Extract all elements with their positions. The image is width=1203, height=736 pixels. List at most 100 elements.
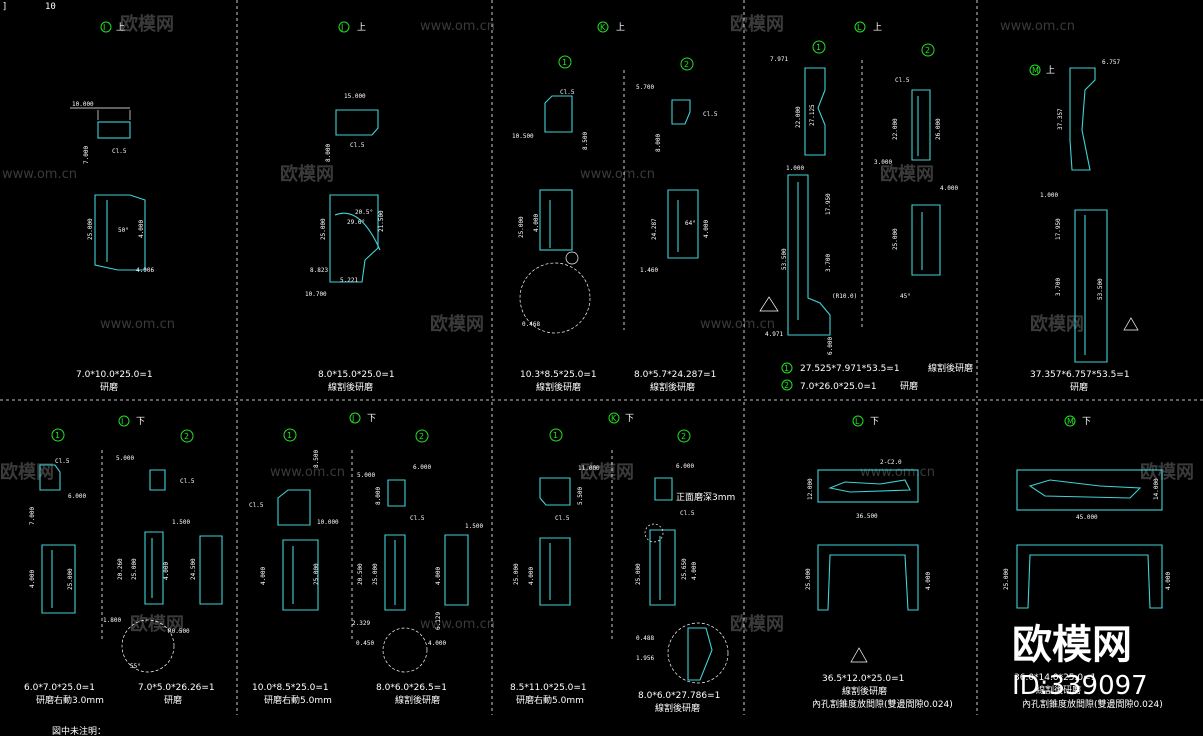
dim-label: 10.500 xyxy=(512,133,534,140)
dim-label: 7.971 xyxy=(770,56,788,63)
part-outline xyxy=(149,469,166,491)
dim-label: 53.500 xyxy=(781,248,788,270)
dim-label: 20.260 xyxy=(117,558,124,580)
dim-label: 8.000 xyxy=(655,134,662,152)
dim-label: 17.950 xyxy=(1055,218,1062,240)
part-outline xyxy=(335,109,379,136)
part-caption: 10.0*8.5*25.0=1 xyxy=(252,683,329,693)
dim-label: Cl.5 xyxy=(55,458,70,465)
part-outline xyxy=(1069,67,1096,171)
part-outline xyxy=(1074,209,1108,363)
part-caption: 7.0*10.0*25.0=1 xyxy=(76,370,153,380)
dim-label: 25.000 xyxy=(1003,568,1010,590)
dim-label: 4.971 xyxy=(765,331,783,338)
dim-label: 25.000 xyxy=(372,563,379,585)
part-number: 2 xyxy=(419,432,424,441)
panel-side: 上 xyxy=(116,22,125,33)
dim-label: 4.000 xyxy=(435,567,442,585)
part-outline xyxy=(277,489,311,526)
dim-label: Cl.5 xyxy=(249,502,264,509)
watermark-url: www.om.cn xyxy=(860,465,935,480)
dim-label: 11.000 xyxy=(578,465,600,472)
dim-label: 20.5° xyxy=(355,209,373,216)
dim-label: Cl.5 xyxy=(895,77,910,84)
dim-label: 4.000 xyxy=(138,220,145,238)
panel-separators xyxy=(0,0,1203,715)
part-caption: 線割後研磨 xyxy=(1036,684,1081,696)
dim-label: 25.000 xyxy=(87,218,94,240)
dim-label: 1.460 xyxy=(640,267,658,274)
part-caption: 8.0*6.0*27.786=1 xyxy=(638,691,720,701)
left-bracket: ] xyxy=(2,2,7,12)
dim-label: 1.000 xyxy=(1040,192,1058,199)
watermark-url: www.om.cn xyxy=(420,19,495,34)
part-number: 1 xyxy=(55,431,60,440)
dim-label: 22.000 xyxy=(795,106,802,128)
part-number: 1 xyxy=(816,43,821,52)
part-caption: 8.0*15.0*25.0=1 xyxy=(318,370,395,380)
panel-side: 上 xyxy=(357,22,366,33)
part-outline xyxy=(911,89,931,161)
part-caption: 內孔割錐度放間隙(雙邊間隙0.024) xyxy=(812,698,953,710)
part-outline xyxy=(41,544,76,614)
dim-label: 25.000 xyxy=(131,558,138,580)
part-number: 2 xyxy=(184,432,189,441)
dim-label: 6.000 xyxy=(413,464,431,471)
panel-side: 下 xyxy=(870,417,879,427)
dim-label: 2-C2.0 xyxy=(880,459,902,466)
panel-letter: I xyxy=(103,23,105,32)
panel-side: 下 xyxy=(367,414,376,424)
dim-label: 45.000 xyxy=(1076,514,1098,521)
dim-label: 8.000 xyxy=(375,487,382,505)
brand-id: ID:339097 xyxy=(1012,671,1148,701)
part-outline xyxy=(804,67,826,156)
panel-j-bottom: J 下 1 2 8.500 Cl.5 10.000 4.000 25.000 6… xyxy=(249,412,483,706)
part-outline xyxy=(94,194,146,271)
footer-note: 図中未注明： xyxy=(52,725,106,736)
dim-label: Cl.5 xyxy=(560,89,575,96)
part-number: 2 xyxy=(784,381,789,390)
panel-m-bottom: M 下 14.000 45.000 25.000 4.000 36.0*14.0… xyxy=(1003,415,1172,710)
part-caption: 36.5*12.0*25.0=1 xyxy=(822,674,904,684)
panel-side: 下 xyxy=(625,414,634,424)
dim-label: 45° xyxy=(900,293,911,300)
dim-label: 8.500 xyxy=(313,450,320,468)
dim-label: 3.700 xyxy=(1055,278,1062,296)
part-outline xyxy=(817,469,919,503)
part-number: 1 xyxy=(287,431,292,440)
dim-label: 1.500 xyxy=(172,519,190,526)
part-number: 2 xyxy=(684,60,689,69)
panel-j-top: J 上 15.000 Cl.5 8.000 25.000 21.500 29.6… xyxy=(305,21,395,393)
part-caption: 線割後研磨 xyxy=(842,685,887,697)
watermarks: 欧模网 www.om.cn 欧模网 www.om.cn www.om.cn 欧模… xyxy=(0,13,1194,635)
panel-letter: K xyxy=(611,414,617,423)
part-caption: 8.0*5.7*24.287=1 xyxy=(634,370,716,380)
dim-label: 10.700 xyxy=(305,291,327,298)
dim-label: 8.000 xyxy=(325,144,332,162)
part-caption: 6.0*7.0*25.0=1 xyxy=(24,683,95,693)
panel-l-bottom: L 下 2-C2.0 12.000 36.500 25.000 4.000 36… xyxy=(805,415,953,710)
dim-label: Cl.5 xyxy=(112,148,127,155)
part-caption: 內孔割錐度放間隙(雙邊間隙0.024) xyxy=(1022,698,1163,710)
part-number: 1 xyxy=(553,431,558,440)
panel-letter: M xyxy=(1032,66,1039,75)
panel-k-bottom: K 下 1 2 11.000 5.500 Cl.5 25.000 4.000 6… xyxy=(510,412,735,714)
part-caption: 27.525*7.971*53.5=1 xyxy=(800,364,900,374)
panel-side: 上 xyxy=(616,22,625,33)
dim-label: 4.000 xyxy=(163,562,170,580)
watermark-url: www.om.cn xyxy=(100,317,175,332)
dim-label: 29.6° xyxy=(347,219,365,226)
panel-letter: J xyxy=(340,23,343,32)
watermark-text: 欧模网 xyxy=(1030,313,1084,335)
panel-i-bottom: I 下 1 2 Cl.5 6.000 7.000 4.000 25.000 5.… xyxy=(24,415,223,706)
part-outline xyxy=(282,539,319,611)
part-caption: 10.3*8.5*25.0=1 xyxy=(520,370,597,380)
dim-label: 36.500 xyxy=(856,513,878,520)
dim-label: R0.500 xyxy=(168,628,190,635)
part-outline xyxy=(329,194,379,283)
dim-label: 4.000 xyxy=(1165,572,1172,590)
watermark-url: www.om.cn xyxy=(270,465,345,480)
panel-side: 上 xyxy=(1046,65,1055,76)
